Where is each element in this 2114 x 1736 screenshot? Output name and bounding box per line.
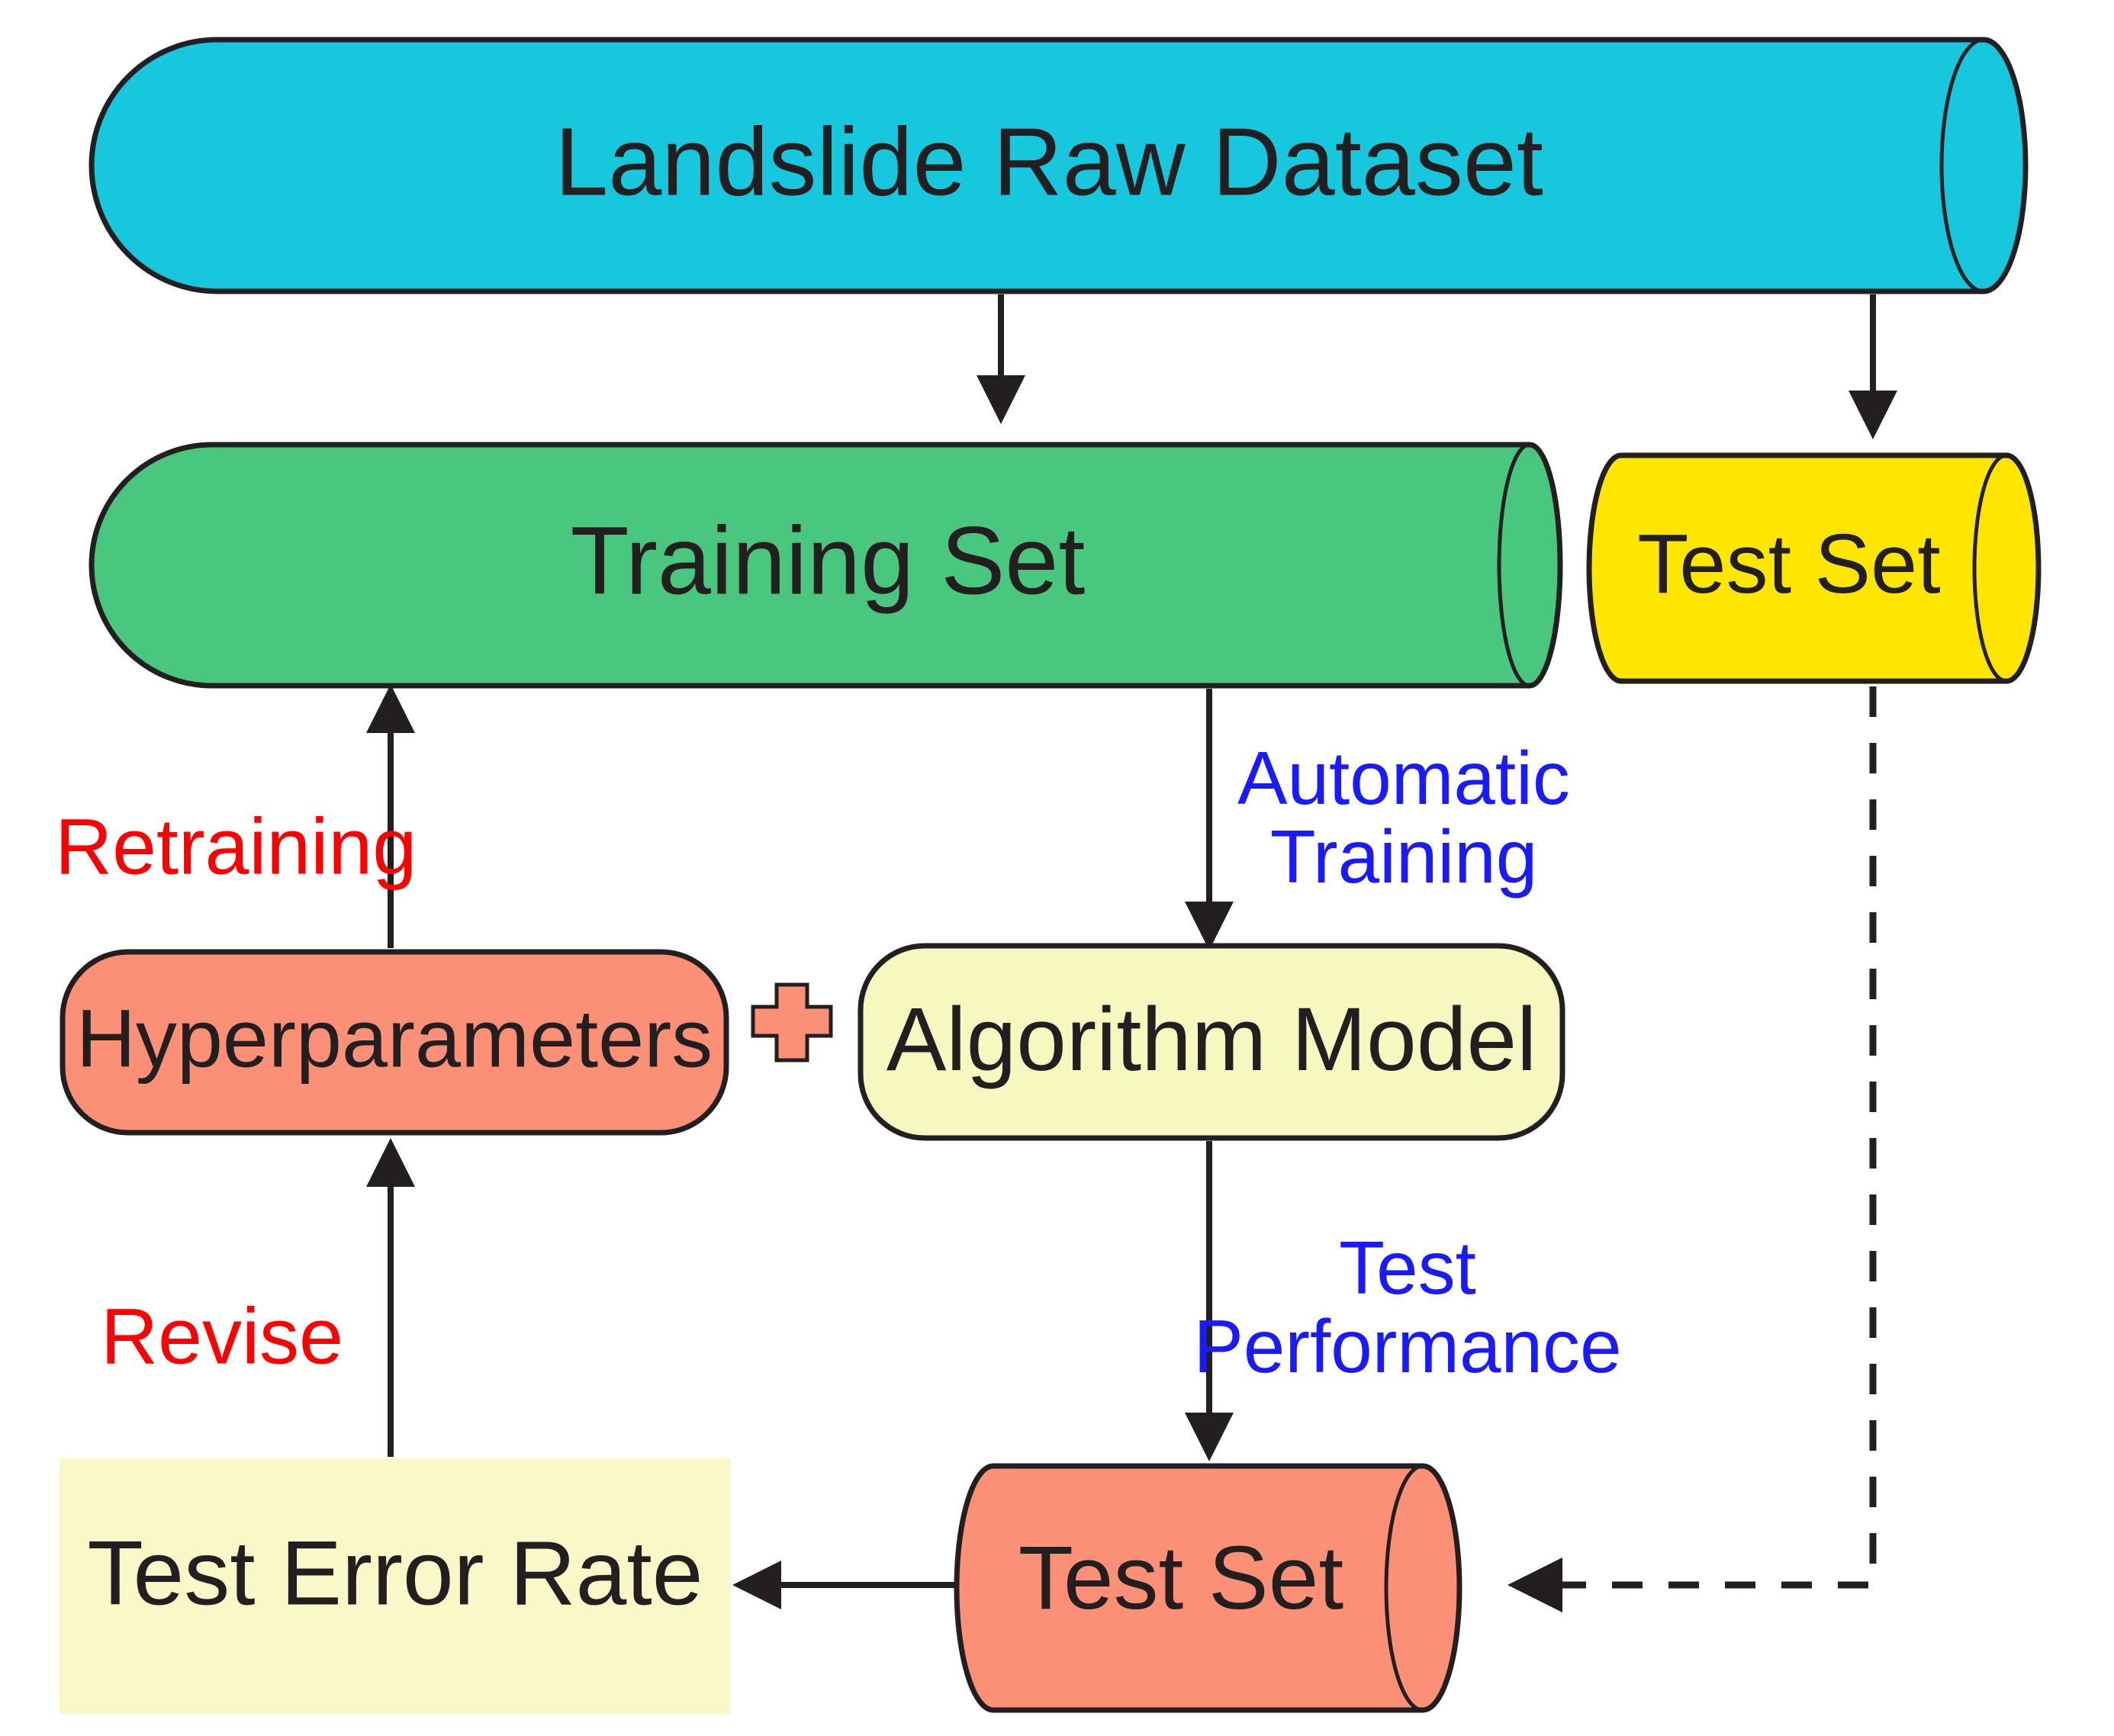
node-test-error-rate[interactable]: Test Error Rate [60, 1458, 731, 1714]
test-set-top-label: Test Set [1637, 517, 1940, 611]
test-set-bottom-cap-ellipse [1384, 1464, 1424, 1712]
test-set-top-cap-ellipse [1972, 453, 2007, 683]
node-test-set-bottom[interactable]: Test Set [954, 1463, 1462, 1713]
node-test-set-top[interactable]: Test Set [1586, 452, 2042, 684]
training-set-label: Training Set [571, 506, 1086, 614]
test-error-rate-label: Test Error Rate [88, 1522, 703, 1625]
plus-operator-icon [751, 982, 833, 1062]
edge-label-revise: Revise [101, 1292, 343, 1381]
node-training-set[interactable]: Training Set [88, 442, 1563, 689]
edge-label-performance: Performance [1193, 1304, 1621, 1388]
edge-label-training: Training [1270, 815, 1537, 899]
edge-label-automatic: Automatic [1237, 736, 1570, 820]
algorithm-model-box [858, 943, 1565, 1141]
hyperparameters-label: Hyperparameters [76, 992, 713, 1085]
test-set-bottom-label: Test Set [1018, 1528, 1343, 1628]
edge-label-test: Test [1339, 1226, 1476, 1310]
edge-label-retraining: Retraining [55, 802, 417, 891]
algorithm-model-label: Algorithm Model [886, 989, 1537, 1090]
node-hyperparameters[interactable]: Hyperparameters [60, 949, 729, 1136]
node-algorithm-model[interactable]: Algorithm Model [858, 943, 1565, 1141]
raw-dataset-label: Landslide Raw Dataset [555, 108, 1543, 215]
edge-testset-top-to-bottom-dashed [1507, 686, 1877, 1612]
training-set-cap-ellipse [1497, 442, 1530, 688]
hyperparameters-box [60, 949, 729, 1136]
node-raw-dataset[interactable]: Landslide Raw Dataset [88, 37, 2029, 294]
plus-glyph [751, 982, 833, 1062]
test-error-rate-box [60, 1458, 731, 1714]
raw-dataset-cap-ellipse [1939, 37, 1984, 294]
